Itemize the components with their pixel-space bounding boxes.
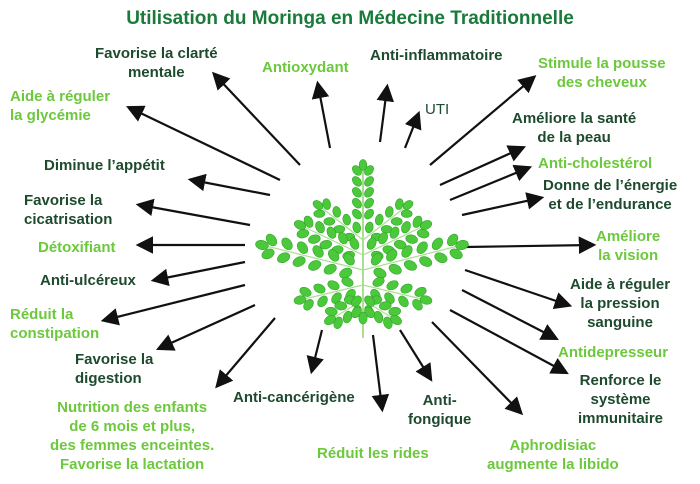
label-uti: UTI <box>425 101 450 118</box>
label-fongique: Anti-fongique <box>408 392 472 428</box>
arrow-appetit <box>187 173 271 197</box>
label-ulcereux: Anti-ulcéreux <box>40 272 136 289</box>
arrow-fongique <box>399 329 433 382</box>
arrow-glycemie <box>126 105 281 181</box>
arrow-digestion <box>155 303 256 351</box>
label-antioxydant: Antioxydant <box>262 59 349 76</box>
arrow-aphrodisiac <box>431 321 524 416</box>
arrow-cholesterol <box>449 164 533 202</box>
diagram-title: Utilisation du Moringa en Médecine Tradi… <box>126 8 574 29</box>
arrow-energie <box>461 192 545 217</box>
label-rides: Réduit les rides <box>317 445 429 462</box>
arrow-immunitaire <box>449 309 569 375</box>
arrow-nutrition <box>215 317 276 389</box>
arrow-antiinflammatoire <box>376 83 395 143</box>
arrow-pousse <box>429 75 537 166</box>
arrow-cancer <box>306 329 324 375</box>
arrow-clarte <box>211 71 301 166</box>
arrow-rides <box>371 334 390 413</box>
arrow-uti <box>403 110 422 149</box>
label-detoxifiant: Détoxifiant <box>38 239 116 256</box>
arrow-ulcereux <box>150 260 246 287</box>
arrow-pression <box>464 268 573 310</box>
arrow-antidepresseur <box>461 289 559 341</box>
arrow-constipation <box>100 283 246 326</box>
arrow-vision <box>464 236 597 255</box>
arrow-peau <box>439 145 527 187</box>
label-cholesterol: Anti-cholestérol <box>538 155 653 172</box>
label-antidepresseur: Antidepresseur <box>558 344 669 361</box>
arrow-cicatrisation <box>135 198 251 227</box>
label-appetit: Diminue l’appétit <box>44 157 165 174</box>
arrow-antioxydant <box>311 80 332 149</box>
moringa-leaf-image <box>255 159 469 338</box>
label-cancer: Anti-cancérigène <box>233 389 355 406</box>
label-antiinflammatoire: Anti-inflammatoire <box>370 47 503 64</box>
